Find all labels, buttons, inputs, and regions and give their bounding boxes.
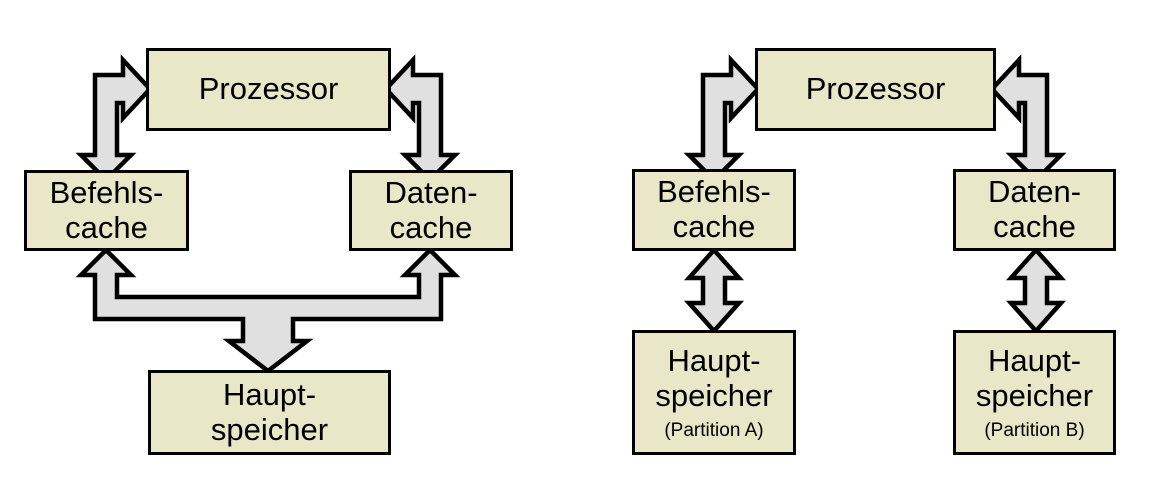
left-data-cache-box[interactable]: Daten- cache: [349, 170, 513, 251]
left-main-memory-label-line2: speicher: [210, 411, 329, 447]
right-processor-label: Prozessor: [805, 71, 946, 107]
processor-data-cache-connector-right: [988, 54, 1067, 184]
data-cache-memory-b-connector: [1005, 246, 1067, 335]
left-instruction-cache-box[interactable]: Befehls- cache: [24, 170, 189, 251]
right-main-memory-b-sublabel: (Partition B): [984, 419, 1085, 441]
processor-instruction-cache-connector-left: [75, 54, 154, 184]
right-main-memory-partition-a-box[interactable]: Haupt- speicher (Partition A): [632, 330, 796, 455]
right-main-memory-partition-b-box[interactable]: Haupt- speicher (Partition B): [953, 330, 1116, 455]
right-main-memory-b-label-line1: Haupt-: [987, 343, 1082, 379]
processor-instruction-cache-connector-right: [683, 54, 762, 184]
instruction-cache-memory-a-connector: [683, 246, 745, 335]
left-data-cache-label-line2: cache: [389, 209, 473, 245]
right-main-memory-a-sublabel: (Partition A): [664, 419, 764, 441]
left-processor-box[interactable]: Prozessor: [146, 48, 391, 131]
left-main-memory-label-line1: Haupt-: [222, 376, 317, 412]
left-main-memory-box[interactable]: Haupt- speicher: [148, 370, 391, 455]
right-main-memory-b-label-line2: speicher: [975, 377, 1094, 413]
right-data-cache-label-line1: Daten-: [987, 174, 1082, 210]
right-data-cache-label-line2: cache: [993, 209, 1076, 244]
left-processor-label: Prozessor: [198, 71, 339, 107]
right-instruction-cache-label-line2: cache: [672, 209, 756, 244]
right-data-cache-box[interactable]: Daten- cache: [953, 169, 1116, 251]
processor-data-cache-connector-left: [382, 54, 461, 184]
right-main-memory-a-label-line1: Haupt-: [667, 343, 761, 379]
right-instruction-cache-box[interactable]: Befehls- cache: [632, 169, 796, 251]
left-data-cache-label-line1: Daten-: [384, 174, 478, 210]
left-instruction-cache-label-line2: cache: [65, 209, 148, 245]
right-processor-box[interactable]: Prozessor: [755, 48, 996, 131]
left-instruction-cache-label-line1: Befehls-: [49, 174, 164, 210]
shared-memory-bus-connector-left: [75, 246, 461, 374]
right-instruction-cache-label-line1: Befehls-: [657, 174, 771, 210]
right-main-memory-a-label-line2: speicher: [655, 377, 773, 413]
